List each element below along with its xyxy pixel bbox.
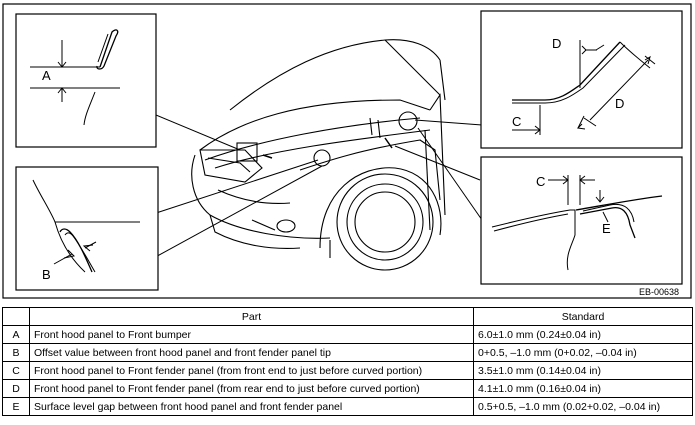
- row-standard: 6.0±1.0 mm (0.24±0.04 in): [473, 325, 693, 344]
- inset-a: A: [15, 13, 157, 148]
- leader-lines: [119, 99, 483, 261]
- row-part: Offset value between front hood panel an…: [29, 343, 474, 362]
- standards-table: Part Standard A Front hood panel to Fron…: [2, 307, 693, 416]
- table-header-row: Part Standard: [2, 307, 693, 326]
- callout-e: E: [602, 221, 611, 236]
- figure-frame: [2, 3, 692, 299]
- table-row: A Front hood panel to Front bumper 6.0±1…: [2, 325, 693, 344]
- row-standard: 0+0.5, –1.0 mm (0+0.02, –0.04 in): [473, 343, 693, 362]
- hood-clearance-figure: A B D D C: [2, 3, 692, 299]
- row-letter: A: [2, 325, 30, 344]
- callout-d-lower: D: [615, 96, 624, 111]
- figure-drawing: A B D D C: [2, 3, 692, 299]
- row-letter: E: [2, 397, 30, 416]
- header-standard: Standard: [473, 307, 693, 326]
- inspection-point-1: [313, 149, 331, 167]
- callout-a: A: [42, 68, 51, 83]
- row-part: Front hood panel to Front bumper: [29, 325, 474, 344]
- inspection-point-2: [398, 111, 418, 131]
- table-row: D Front hood panel to Front fender panel…: [2, 379, 693, 398]
- inspection-point-3: [236, 142, 258, 162]
- header-letter: [2, 307, 30, 326]
- inset-cd: D D C: [480, 10, 683, 149]
- car-illustration: [191, 39, 446, 271]
- callout-c-bottom: C: [536, 174, 545, 189]
- row-part: Front hood panel to Front fender panel (…: [29, 361, 474, 380]
- row-standard: 3.5±1.0 mm (0.14±0.04 in): [473, 361, 693, 380]
- row-standard: 4.1±1.0 mm (0.16±0.04 in): [473, 379, 693, 398]
- table-row: C Front hood panel to Front fender panel…: [2, 361, 693, 380]
- callout-b: B: [42, 267, 51, 282]
- row-letter: C: [2, 361, 30, 380]
- row-letter: B: [2, 343, 30, 362]
- figure-code: EB-00638: [639, 287, 679, 297]
- table-row: E Surface level gap between front hood p…: [2, 397, 693, 416]
- callout-d-upper: D: [552, 36, 561, 51]
- row-letter: D: [2, 379, 30, 398]
- header-part: Part: [29, 307, 474, 326]
- row-part: Front hood panel to Front fender panel (…: [29, 379, 474, 398]
- row-part: Surface level gap between front hood pan…: [29, 397, 474, 416]
- table-row: B Offset value between front hood panel …: [2, 343, 693, 362]
- inset-b: B: [15, 166, 159, 291]
- callout-c-top: C: [512, 114, 521, 129]
- row-standard: 0.5+0.5, –1.0 mm (0.02+0.02, –0.04 in): [473, 397, 693, 416]
- inset-ce: C E: [480, 156, 683, 285]
